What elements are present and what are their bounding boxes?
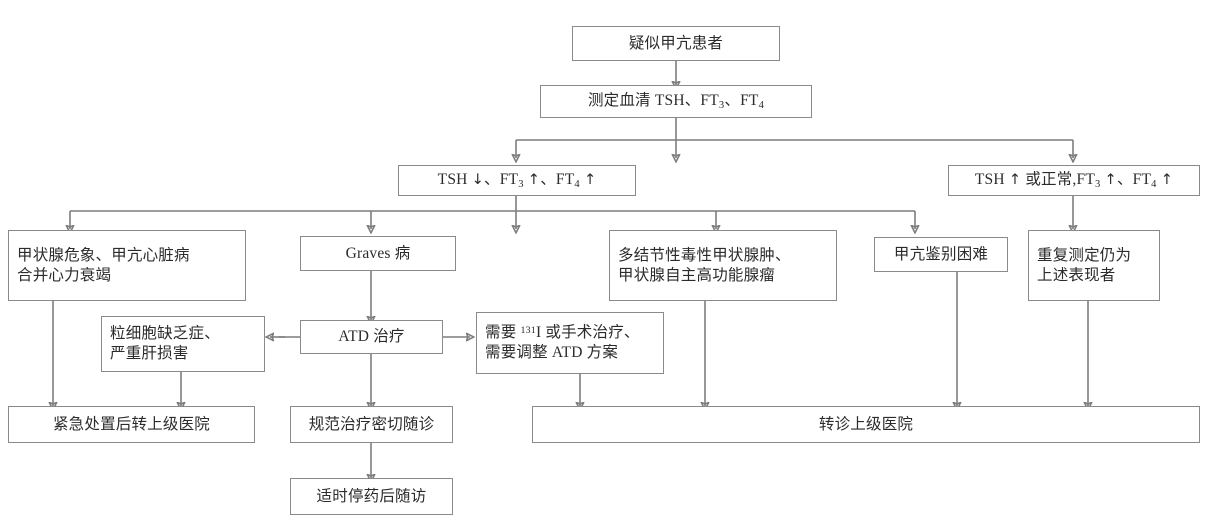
node-emergency-transfer-label: 紧急处置后转上级医院 xyxy=(52,415,210,433)
node-crisis-label: 甲状腺危象、甲亢心脏病 合并心力衰竭 xyxy=(17,246,190,284)
node-repeat-same[interactable]: 重复测定仍为 上述表现者 xyxy=(1028,230,1160,301)
node-cond-right[interactable]: TSH ↑ 或正常,FT3 ↑、FT4 ↑ xyxy=(948,165,1200,196)
node-hard-diff[interactable]: 甲亢鉴别困难 xyxy=(874,237,1008,272)
node-measure-label: 测定血清 TSH、FT3、FT4 xyxy=(587,91,765,111)
node-graves-label: Graves 病 xyxy=(345,244,411,262)
node-measure[interactable]: 测定血清 TSH、FT3、FT4 xyxy=(540,85,812,118)
node-stop-drug-followup[interactable]: 适时停药后随访 xyxy=(290,478,453,515)
node-graves[interactable]: Graves 病 xyxy=(300,236,456,271)
node-stop-drug-followup-label: 适时停药后随访 xyxy=(316,487,427,505)
node-standard-followup[interactable]: 规范治疗密切随诊 xyxy=(290,406,453,443)
node-agranulocytosis[interactable]: 粒细胞缺乏症、 严重肝损害 xyxy=(101,316,265,372)
node-toxic-nodular-label: 多结节性毒性甲状腺肿、 甲状腺自主高功能腺瘤 xyxy=(618,246,791,284)
node-need-i131[interactable]: 需要 131I 或手术治疗、 需要调整 ATD 方案 xyxy=(476,312,664,374)
node-refer-upper[interactable]: 转诊上级医院 xyxy=(532,406,1200,443)
node-hard-diff-label: 甲亢鉴别困难 xyxy=(893,245,989,263)
node-cond-right-label: TSH ↑ 或正常,FT3 ↑、FT4 ↑ xyxy=(974,170,1174,190)
node-start-label: 疑似甲亢患者 xyxy=(628,34,724,52)
node-toxic-nodular[interactable]: 多结节性毒性甲状腺肿、 甲状腺自主高功能腺瘤 xyxy=(609,230,837,301)
node-crisis[interactable]: 甲状腺危象、甲亢心脏病 合并心力衰竭 xyxy=(8,230,246,301)
node-emergency-transfer[interactable]: 紧急处置后转上级医院 xyxy=(8,406,255,443)
node-need-i131-label: 需要 131I 或手术治疗、 需要调整 ATD 方案 xyxy=(485,324,640,361)
node-cond-left[interactable]: TSH ↓、FT3 ↑、FT4 ↑ xyxy=(398,165,636,196)
node-agranulocytosis-label: 粒细胞缺乏症、 严重肝损害 xyxy=(110,325,220,362)
node-standard-followup-label: 规范治疗密切随诊 xyxy=(308,415,435,433)
node-refer-upper-label: 转诊上级医院 xyxy=(818,415,914,433)
node-atd-label: ATD 治疗 xyxy=(338,328,405,346)
node-repeat-same-label: 重复测定仍为 上述表现者 xyxy=(1037,246,1132,284)
node-atd[interactable]: ATD 治疗 xyxy=(300,320,443,354)
node-cond-left-label: TSH ↓、FT3 ↑、FT4 ↑ xyxy=(437,170,597,190)
node-start[interactable]: 疑似甲亢患者 xyxy=(572,26,780,61)
